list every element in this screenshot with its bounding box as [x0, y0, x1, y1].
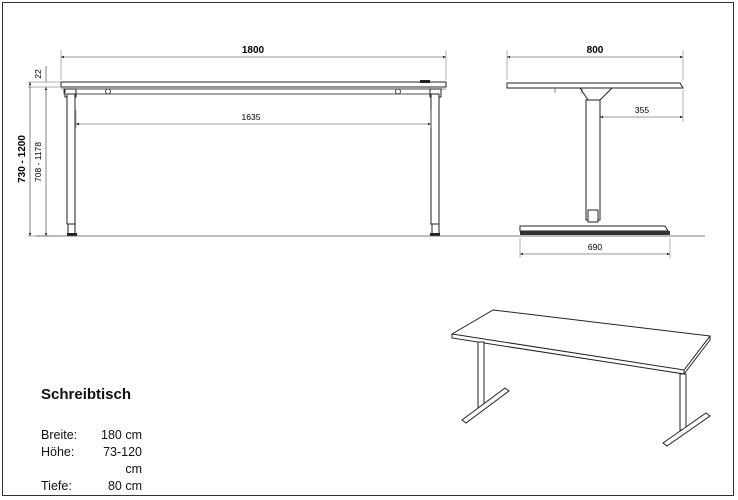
spec-row-depth: Tiefe: 80 cm — [41, 478, 142, 495]
dim-offset: 355 — [635, 105, 649, 115]
dim-depth: 800 — [587, 45, 604, 56]
front-desk-top — [60, 81, 447, 88]
spec-label: Höhe: — [41, 445, 75, 459]
front-right-leg-foot — [431, 223, 440, 235]
front-left-glide — [67, 233, 77, 236]
dim-top-thickness: 22 — [33, 69, 43, 79]
front-right-leg-upper — [430, 93, 440, 225]
product-title: Schreibtisch — [41, 386, 132, 403]
front-frame-beam — [63, 88, 441, 95]
dim-base-depth: 690 — [588, 242, 602, 252]
front-view: 1800 1635 730 - 1200 708 - 1178 22 — [17, 45, 705, 237]
dim-overall-width: 1800 — [242, 45, 265, 56]
front-left-leg-foot — [67, 223, 76, 235]
iso-desk-top — [450, 309, 711, 371]
iso-right-leg — [679, 373, 687, 431]
side-view: 800 355 690 — [506, 45, 684, 258]
iso-right-foot — [662, 412, 711, 447]
dim-height-range: 730 - 1200 — [17, 135, 28, 183]
spec-label: Tiefe: — [41, 479, 72, 493]
dim-inner-width: 1635 — [242, 112, 261, 122]
side-base-plate — [520, 231, 670, 235]
front-left-leg-upper — [66, 93, 76, 225]
drawing-frame — [2, 2, 734, 496]
spec-row-height: Höhe: 73-120 cm — [41, 444, 142, 478]
front-right-glide — [430, 233, 440, 236]
iso-left-foot — [461, 387, 510, 424]
front-beam-bolt-left — [105, 88, 111, 95]
control-panel — [420, 80, 430, 83]
isometric-view — [450, 309, 711, 447]
spec-row-width: Breite: 180 cm — [41, 427, 142, 444]
side-desk-top — [506, 82, 684, 89]
side-column — [585, 99, 601, 221]
front-beam-bolt-right — [395, 88, 401, 95]
spec-value: 73-120 cm — [103, 445, 142, 476]
side-base-foot — [519, 225, 669, 232]
spec-value: 80 cm — [107, 479, 142, 493]
side-bracket — [548, 87, 660, 101]
spec-label: Breite: — [41, 428, 78, 442]
product-specs: Schreibtisch Breite: 180 cm Höhe: 73-120… — [41, 386, 142, 495]
iso-left-leg — [477, 341, 485, 409]
side-column-lower — [587, 209, 599, 223]
dim-leg-height-range: 708 - 1178 — [33, 142, 43, 182]
spec-value: 180 cm — [101, 428, 142, 442]
